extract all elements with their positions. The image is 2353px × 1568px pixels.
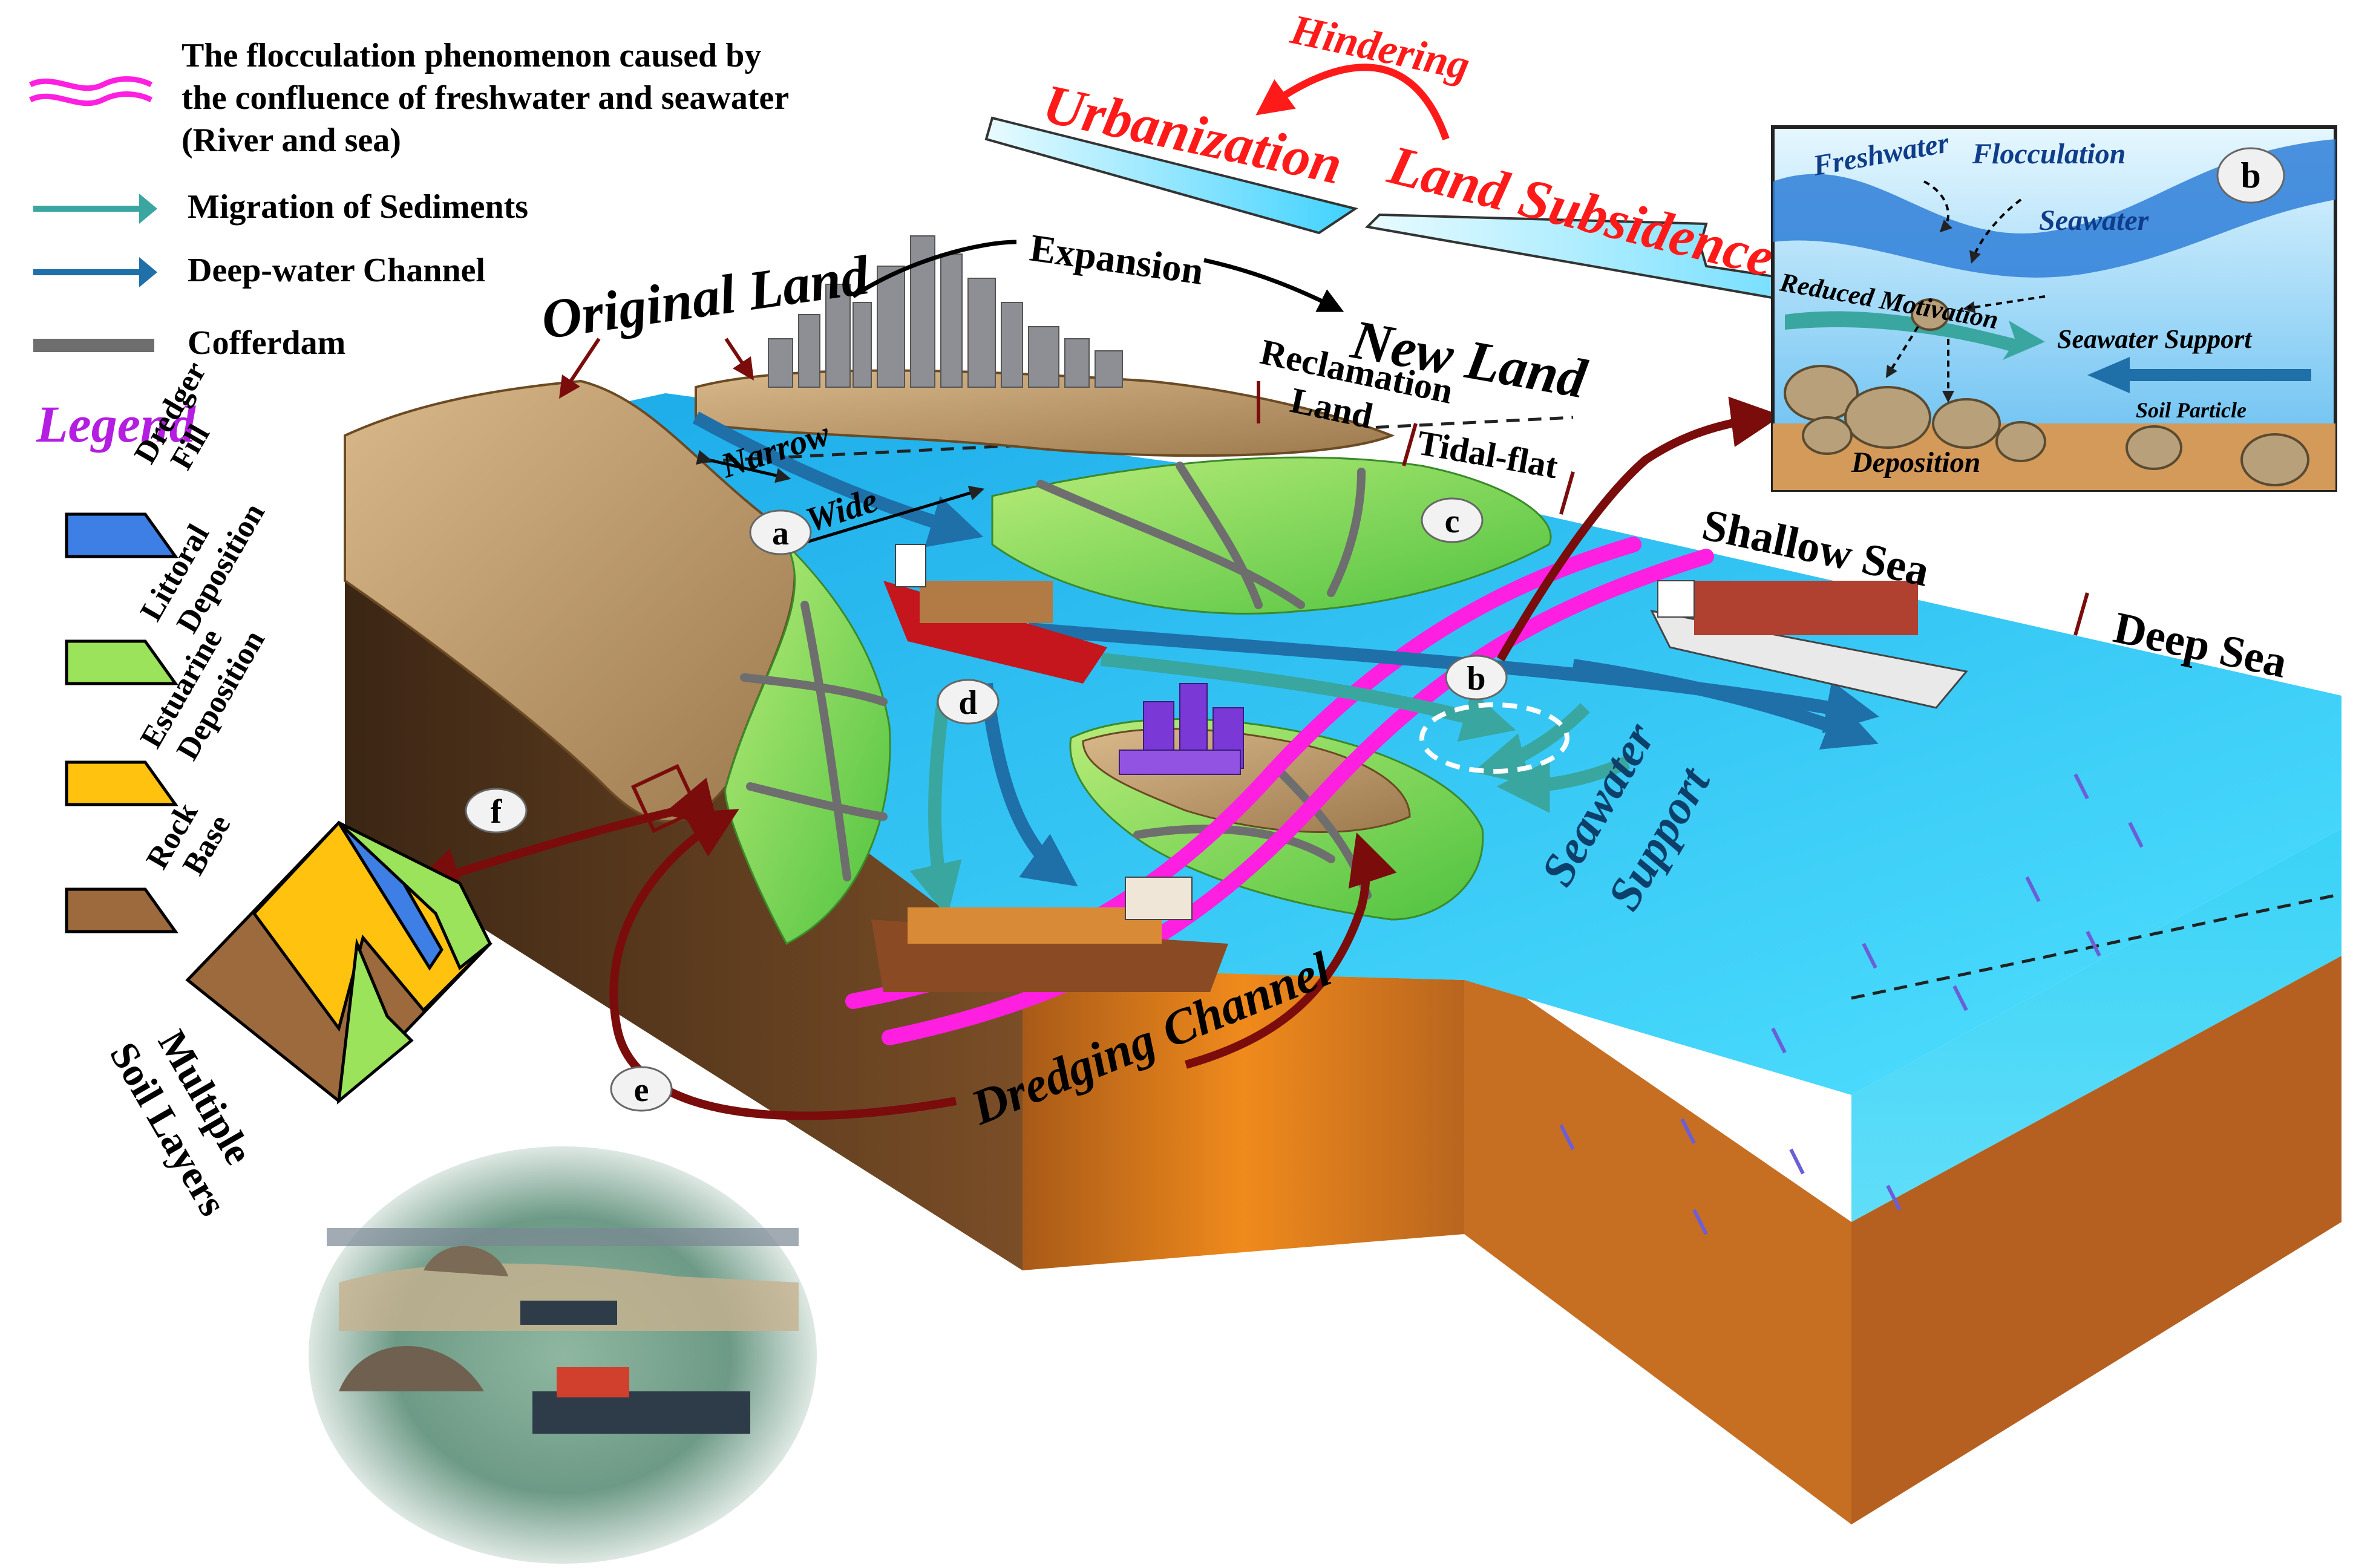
sea-front-face (1851, 829, 2342, 1222)
width-arrows (696, 449, 985, 555)
island-buildings (1119, 683, 1244, 775)
left-pointer-band (984, 116, 1358, 235)
marker-a[interactable]: a (749, 509, 812, 555)
container-ship-sea (1650, 580, 1968, 709)
marker-f[interactable]: f (465, 788, 528, 834)
svg-text:a: a (772, 515, 789, 552)
soil-focus-box (630, 763, 701, 834)
dredger-fill-swatch (65, 512, 178, 558)
inset-badge-letter: b (2240, 155, 2260, 195)
container-ship-river (883, 544, 1107, 684)
deep-channel-legend-text: Deep-water Channel (188, 252, 485, 289)
svg-text:e: e (634, 1071, 649, 1109)
sediment-migration-arrows (909, 653, 1631, 917)
notch-face (1464, 956, 1851, 1524)
inset-b-panel: Freshwater Flocculation Seawater Reduced… (1771, 125, 2337, 492)
marker-e[interactable]: e (610, 1066, 673, 1112)
layer-legend: Legend Dredger Fill Littoral Deposition … (36, 356, 272, 933)
estuarine-swatch (65, 760, 178, 806)
rock-base-swatch (65, 887, 178, 933)
inset-seawater-label: Seawater (2039, 204, 2150, 237)
line-legend: The flocculation phenomenon caused by th… (28, 37, 789, 362)
inset-seawater-support-label: Seawater Support (2057, 324, 2253, 354)
marker-d[interactable]: d (937, 679, 1000, 725)
label-leader-lines (559, 338, 2089, 636)
svg-text:f: f (491, 793, 503, 831)
littoral-swatch (65, 639, 178, 685)
front-face-left (1023, 944, 1464, 1270)
flocculation-legend-swatch (28, 76, 153, 106)
cofferdam-legend-text: Cofferdam (188, 324, 345, 362)
cofferdam-lines (740, 462, 1372, 900)
migration-legend-text: Migration of Sediments (188, 188, 528, 226)
marker-c[interactable]: c (1421, 497, 1484, 543)
deep-sea-marks (1559, 773, 2144, 1235)
original-land-back (695, 369, 1395, 457)
inset-deposition-label: Deposition (1851, 446, 1980, 479)
dredger-vessel (871, 877, 1228, 992)
original-land-label: Original Land (538, 244, 874, 351)
svg-text:c: c (1445, 503, 1460, 540)
flocculation-legend-text-3: (River and sea) (182, 122, 401, 159)
soil-layers-section: Multiple Soil Layers (101, 820, 493, 1223)
inset-particles (1784, 298, 2309, 486)
migration-legend-arrow (33, 194, 157, 224)
hindering-arrow (1255, 64, 1450, 141)
reclamation-land (991, 456, 1552, 615)
marker-b[interactable]: b (1445, 655, 1508, 701)
flocculation-legend-text-2: the confluence of freshwater and seawate… (182, 79, 789, 117)
inset-dashed-arrows (1885, 180, 2046, 403)
inset-support-arrow (2087, 357, 2311, 393)
legend-title: Legend (36, 395, 197, 453)
svg-text:d: d (958, 684, 977, 722)
front-face-right (1851, 956, 2342, 1524)
inset-soil-particle-label: Soil Particle (2136, 398, 2247, 422)
dredging-photo (309, 1146, 817, 1564)
inset-badge[interactable] (2216, 147, 2285, 204)
flocculation-zone (1419, 702, 1569, 774)
deep-channel-legend-arrow (33, 257, 157, 287)
marker-arrows (408, 396, 1782, 1120)
inset-flow-arrow (1785, 311, 2045, 360)
expansion-arrow (852, 240, 1337, 309)
block-diagram (344, 235, 2342, 1524)
svg-text:b: b (1467, 660, 1485, 697)
cofferdam-legend-swatch (33, 339, 154, 352)
flocculation-legend-text-1: The flocculation phenomenon caused by (182, 37, 761, 74)
inset-flocculation-label: Flocculation (1972, 138, 2126, 170)
expansion-label: Expansion (1027, 226, 1206, 293)
city-skyline (768, 235, 1123, 388)
